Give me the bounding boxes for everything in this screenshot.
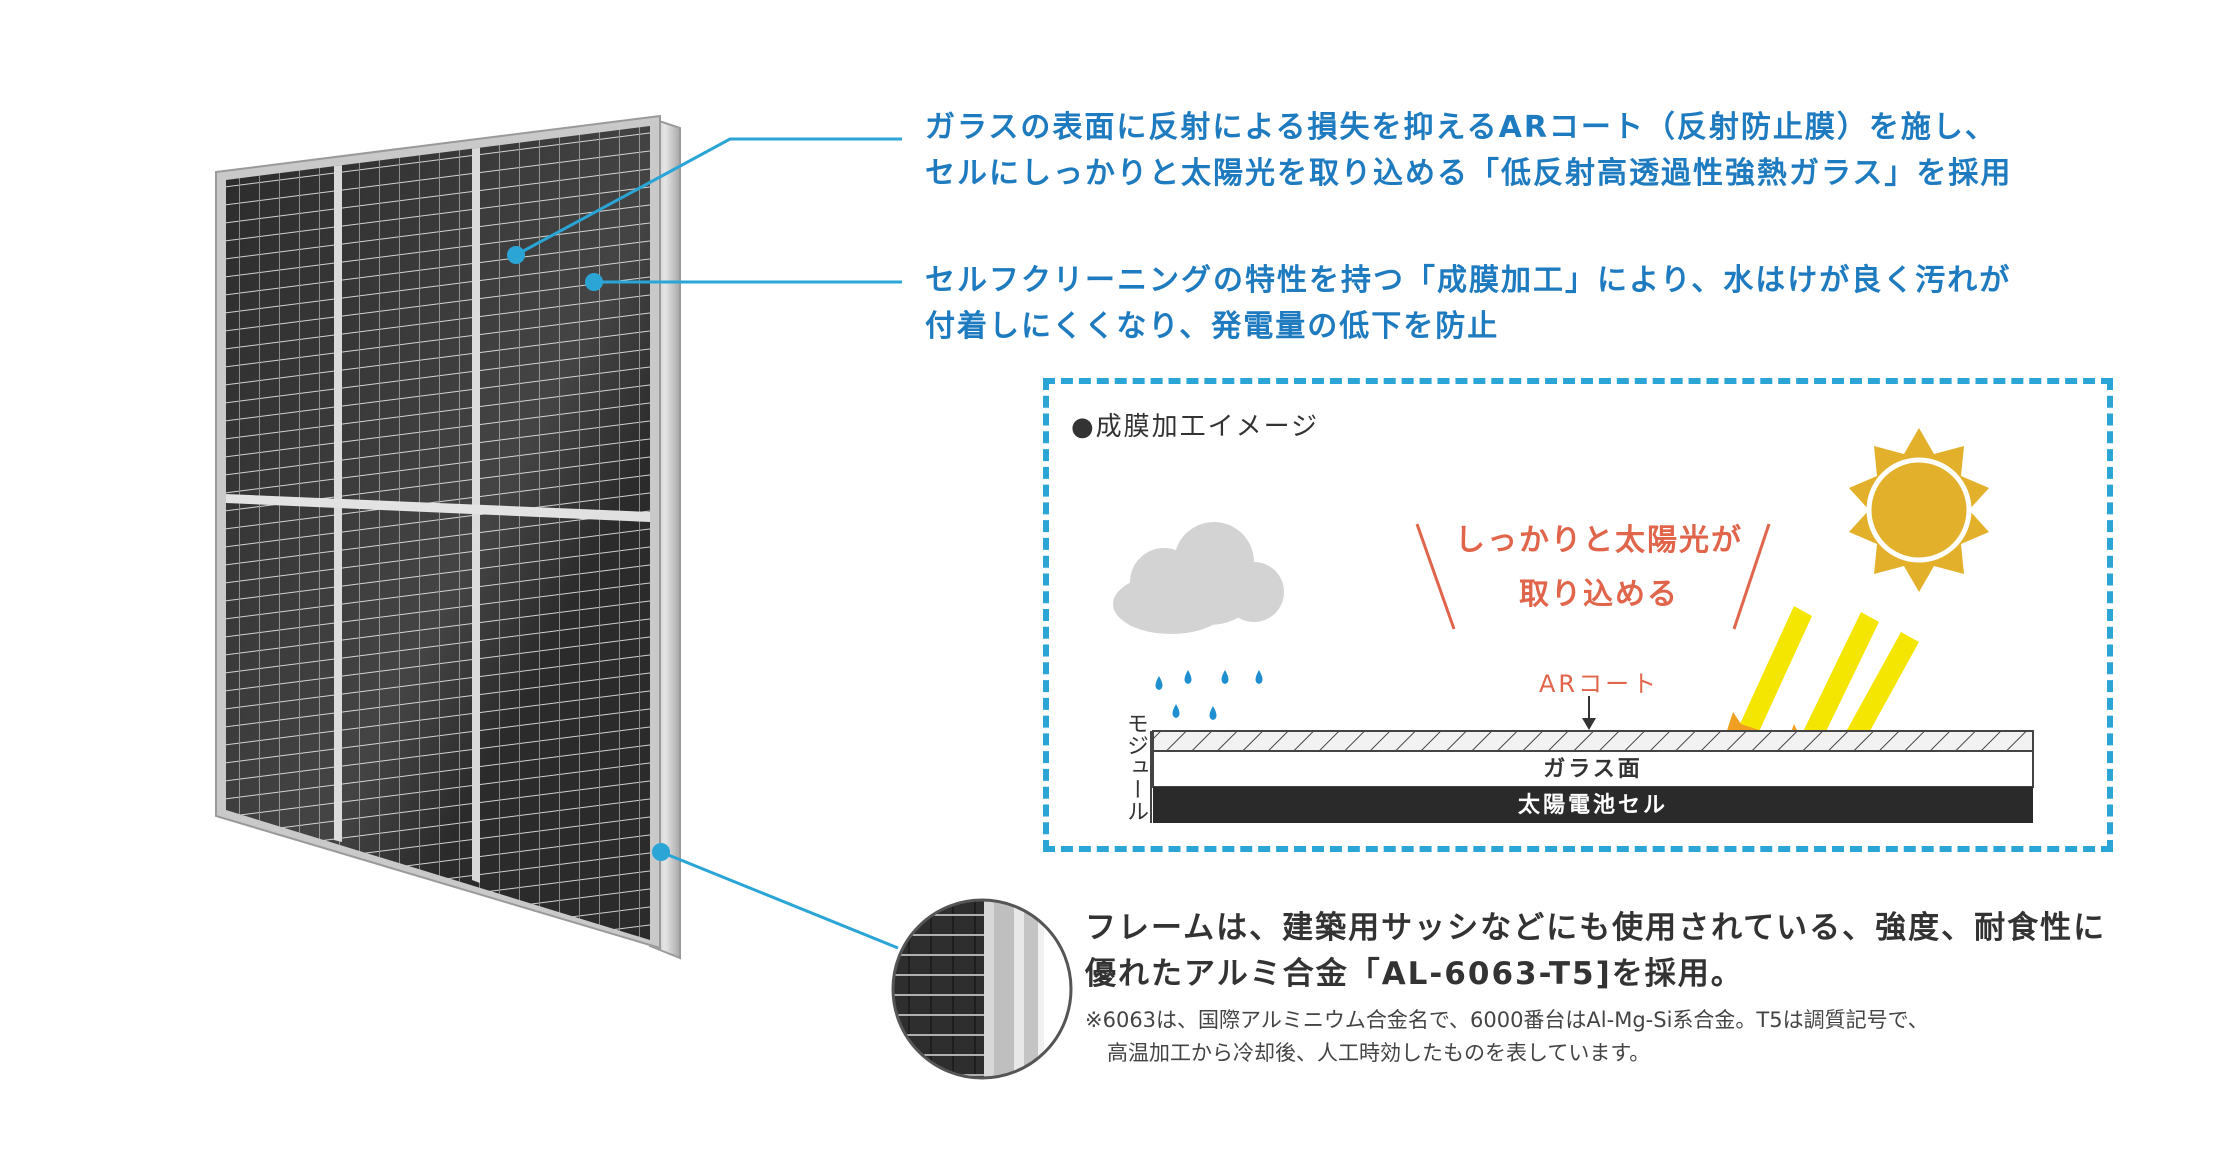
alloy-note-line1: ※6063は、国際アルミニウム合金名で、6000番台はAl-Mg-Si系合金。T… xyxy=(1085,1008,1929,1032)
frame-zoom-circle xyxy=(891,898,1073,1080)
sunlight-caption-line2: 取り込める xyxy=(1519,577,1679,612)
solar-cell-layer xyxy=(1153,787,2033,823)
alloy-note-line2: 高温加工から冷却後、人工時効したものを表しています。 xyxy=(1107,1041,1651,1065)
sunlight-caption-line1: しっかりと太陽光が xyxy=(1455,523,1743,558)
module-label: モジュール xyxy=(1123,712,1148,822)
frame-leader-line xyxy=(660,850,899,950)
raindrop-icons xyxy=(1155,670,1263,720)
inset-diagram xyxy=(1113,428,2034,823)
frame-callout-line2: 優れたアルミ合金「AL-6063-T5]を採用。 xyxy=(1085,956,1744,992)
emphasis-line-left xyxy=(1415,523,1456,630)
cloud-icon xyxy=(1113,522,1284,634)
solar-panel-illustration xyxy=(215,114,681,960)
glass-callout-text: ガラスの表面に反射による損失を抑えるARコート（反射防止膜）を施し、 セルにしっ… xyxy=(925,105,2012,197)
frame-callout-text: フレームは、建築用サッシなどにも使用されている、強度、耐食性に 優れたアルミ合金… xyxy=(1085,905,2106,997)
glass-callout-line1: ガラスの表面に反射による損失を抑えるARコート（反射防止膜）を施し、 xyxy=(925,110,1997,145)
ar-coat-layer xyxy=(1152,730,2034,752)
inset-title: ●成膜加工イメージ xyxy=(1071,412,1320,442)
glass-label: ガラス面 xyxy=(1543,757,1643,782)
ar-coat-label: ARコート xyxy=(1539,670,1660,698)
coating-image-inset: ●成膜加工イメージ xyxy=(1043,378,2113,852)
glass-layer xyxy=(1152,750,2034,788)
emphasis-line-right xyxy=(1732,523,1771,630)
frame-callout-line1: フレームは、建築用サッシなどにも使用されている、強度、耐食性に xyxy=(1085,910,2107,946)
sun-icon xyxy=(1849,428,1989,592)
coating-callout-line1: セルフクリーニングの特性を持つ「成膜加工」により、水はけが良く汚れが xyxy=(925,263,2012,298)
alloy-note: ※6063は、国際アルミニウム合金名で、6000番台はAl-Mg-Si系合金。T… xyxy=(1085,1004,1929,1070)
coating-callout-text: セルフクリーニングの特性を持つ「成膜加工」により、水はけが良く汚れが 付着しにく… xyxy=(925,258,2011,350)
glass-leader-line xyxy=(515,137,902,257)
glass-callout-line2: セルにしっかりと太陽光を取り込める「低反射高透過性強熱ガラス」を採用 xyxy=(925,156,2013,191)
coating-callout-line2: 付着しにくくなり、発電量の低下を防止 xyxy=(925,309,1500,344)
sunlight-caption: しっかりと太陽光が 取り込める xyxy=(1429,514,1769,622)
solar-cell-label: 太陽電池セル xyxy=(1517,793,1668,818)
